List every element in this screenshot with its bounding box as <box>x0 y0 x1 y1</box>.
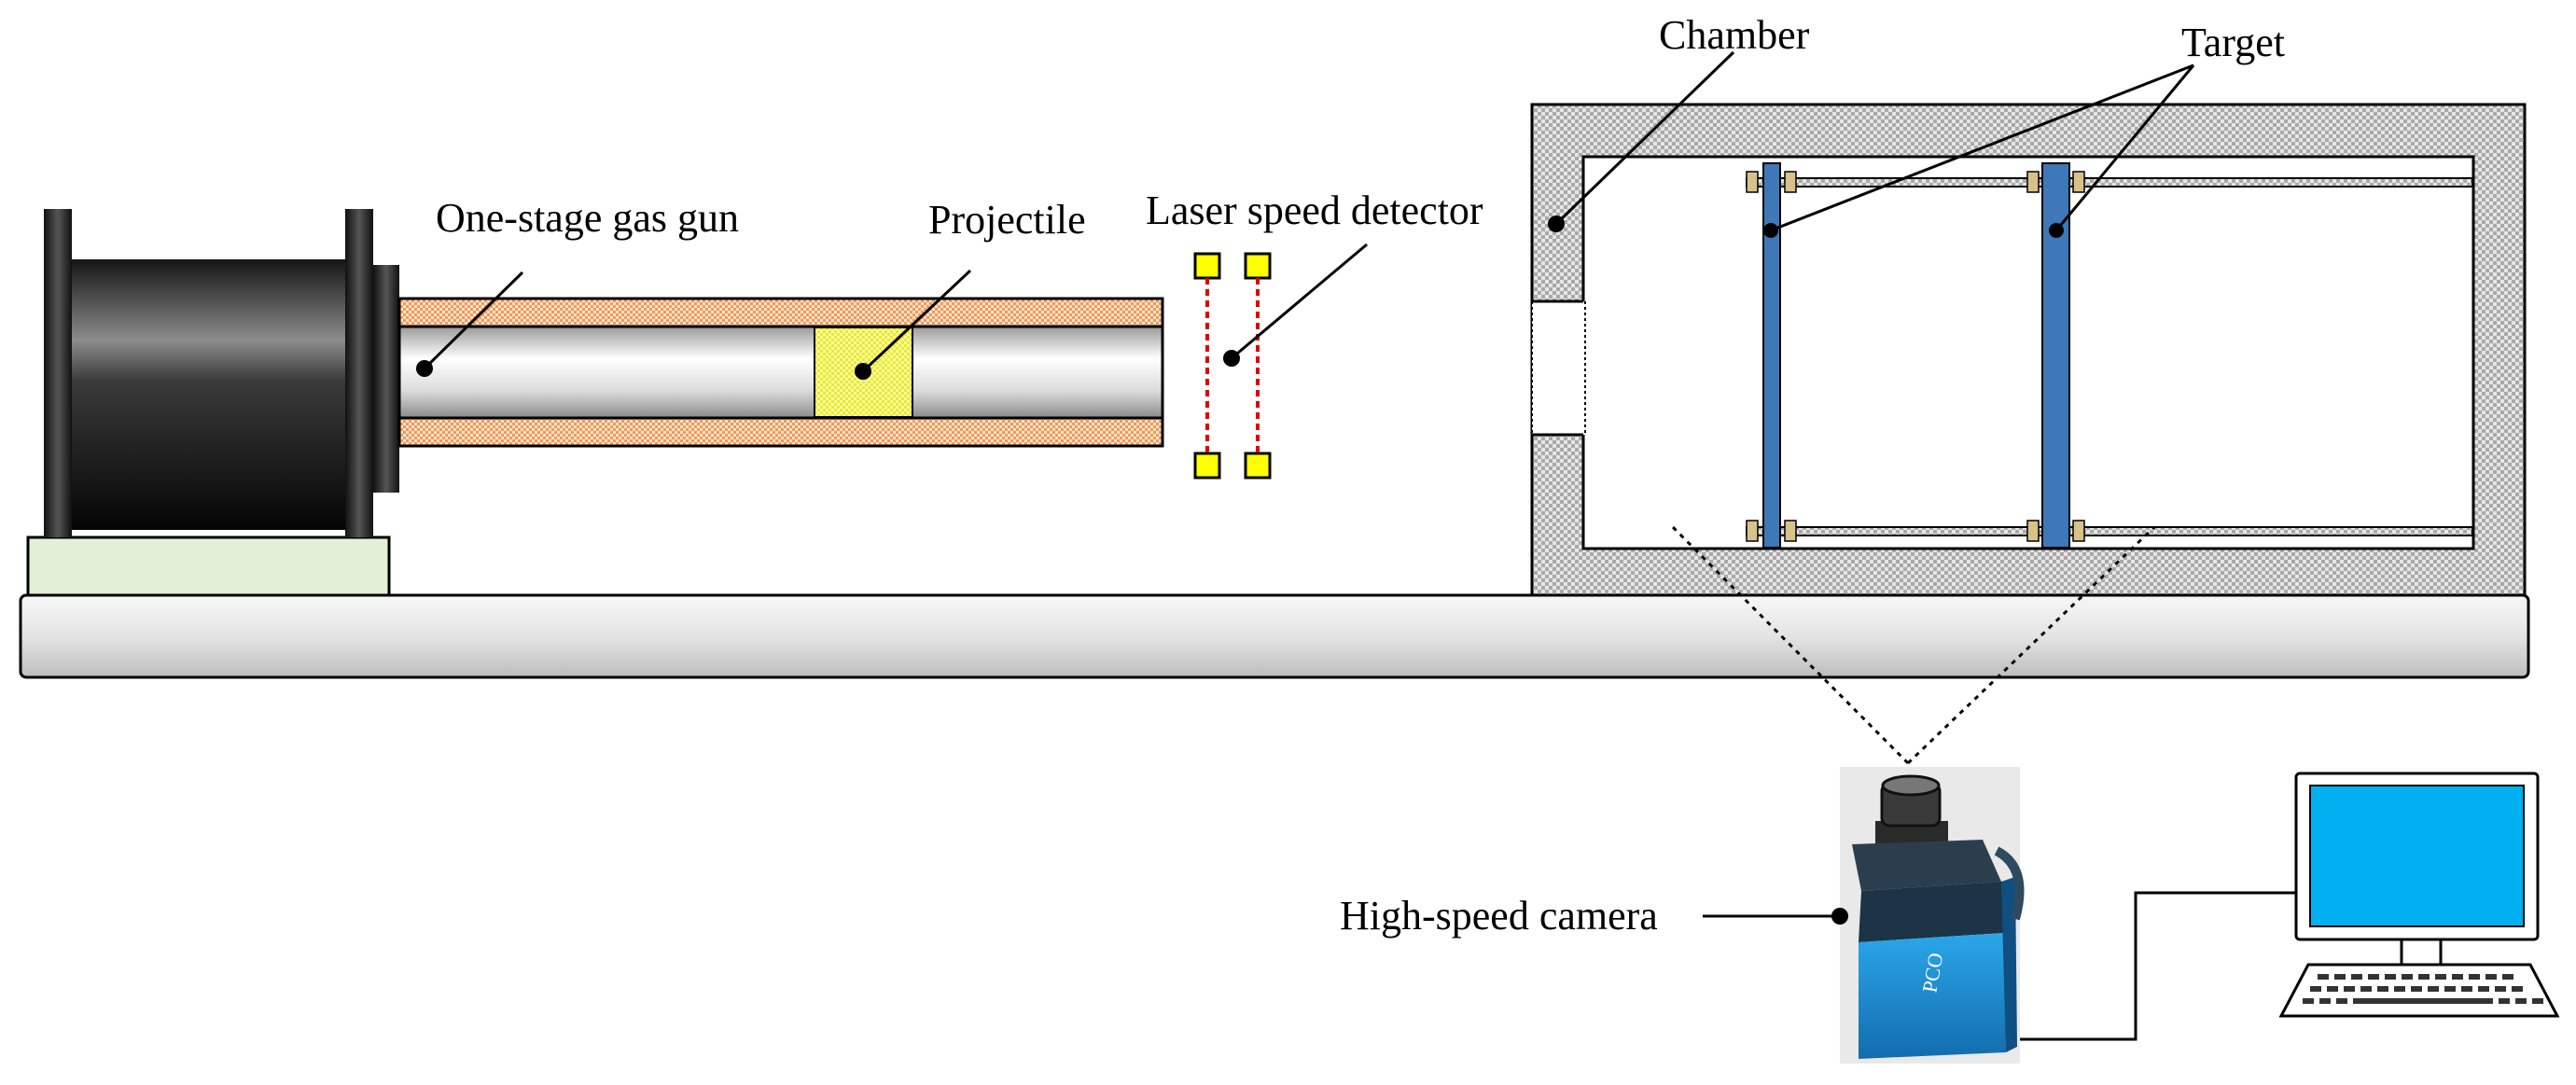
gun-drum <box>54 259 364 530</box>
laser-receiver-1 <box>1193 452 1221 480</box>
dot-laser <box>1223 350 1240 367</box>
barrel <box>397 297 1164 448</box>
camera-top <box>1852 840 2001 891</box>
leader-target-2 <box>2054 64 2195 231</box>
camera-front-dark <box>1859 882 2004 942</box>
gun-flange-left <box>44 209 72 537</box>
target-bar-1 <box>1762 162 1781 549</box>
camera-body <box>1859 933 2006 1059</box>
clamp-5 <box>1746 520 1759 542</box>
leader-target-1 <box>1770 63 2194 232</box>
gun-base <box>26 536 391 597</box>
high-speed-camera-icon: PCO <box>1840 767 2025 1064</box>
chamber-interior <box>1581 155 2475 550</box>
label-high-speed-camera: High-speed camera <box>1340 893 1658 939</box>
clamp-6 <box>1784 520 1797 542</box>
leader-lines <box>423 50 2195 918</box>
camera-lens-front <box>1881 774 1941 797</box>
laser-speed-detector <box>1193 252 1272 480</box>
monitor-neck <box>2400 938 2443 967</box>
chamber-entrance <box>1532 301 1585 435</box>
gas-gun <box>26 209 399 597</box>
gun-collar <box>373 265 399 493</box>
clamp-7 <box>2026 520 2040 542</box>
chamber <box>1530 103 2527 597</box>
leader-gas-gun <box>423 271 524 370</box>
clamp-3 <box>2026 171 2040 193</box>
dot-chamber <box>1548 216 1565 232</box>
label-laser-speed-detector: Laser speed detector <box>1146 188 1483 233</box>
clamp-8 <box>2072 520 2085 542</box>
dot-target-2 <box>2049 223 2064 238</box>
laser-emitter-1 <box>1193 252 1221 280</box>
dot-camera <box>1831 908 1848 925</box>
dot-target-1 <box>1763 223 1778 238</box>
camera-cable <box>2020 891 2296 1041</box>
camera-fov-left <box>1671 525 1910 765</box>
gun-flange-right <box>345 209 373 537</box>
laser-receiver-2 <box>1244 452 1272 480</box>
label-target: Target <box>2181 20 2285 65</box>
rail <box>19 593 2530 679</box>
camera-side <box>2001 877 2017 1052</box>
camera-handle <box>1994 846 2025 921</box>
leader-laser <box>1231 243 1368 360</box>
leader-chamber <box>1554 50 1735 226</box>
clamp-1 <box>1746 171 1759 193</box>
dot-projectile <box>855 363 871 380</box>
clamp-2 <box>1784 171 1797 193</box>
desktop-computer-icon <box>2278 772 2560 1018</box>
keyboard-keys <box>2303 974 2543 1004</box>
monitor-screen <box>2309 785 2525 927</box>
dot-gas-gun <box>416 360 433 377</box>
clamp-4 <box>2072 171 2085 193</box>
target-bar-2 <box>2041 162 2070 549</box>
laser-emitter-2 <box>1244 252 1272 280</box>
label-projectile: Projectile <box>928 197 1086 243</box>
label-gas-gun: One-stage gas gun <box>436 195 739 241</box>
barrel-bore <box>397 325 1164 420</box>
guide-rod-top <box>1746 177 2473 188</box>
label-chamber: Chamber <box>1659 12 1810 58</box>
guide-rod-bottom <box>1746 526 2473 536</box>
leader-projectile <box>861 269 972 373</box>
leader-dots <box>416 216 2064 925</box>
